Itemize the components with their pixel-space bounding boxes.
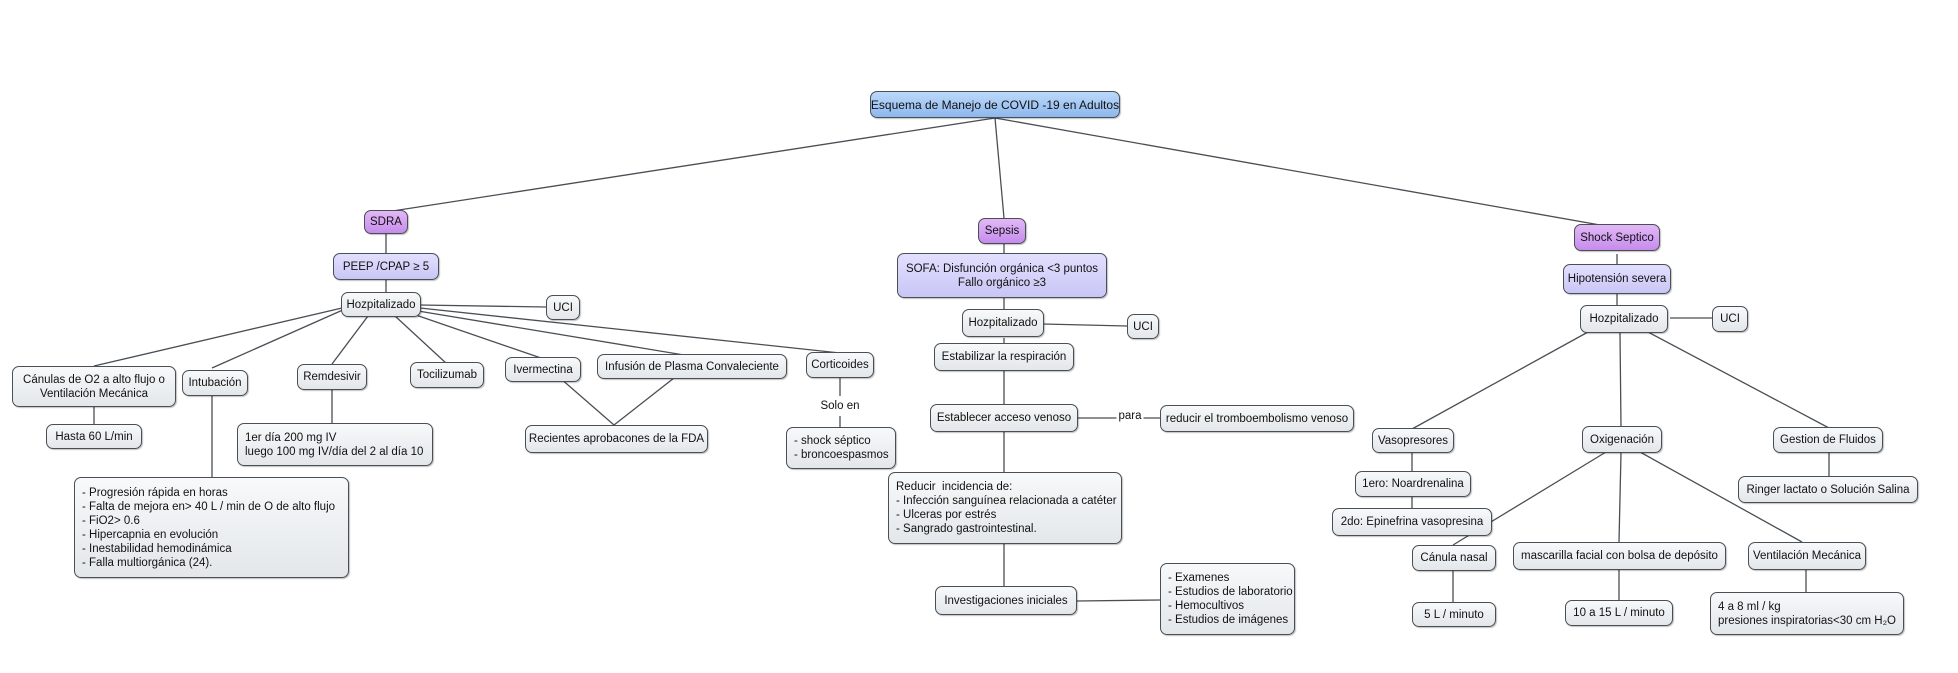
corticosteroid-uses-node[interactable]: - shock séptico - broncoespasmos — [786, 427, 896, 469]
sdra-node[interactable]: SDRA — [364, 210, 408, 234]
sepsis-uci-node[interactable]: UCI — [1127, 314, 1159, 339]
oxygenation-node[interactable]: Oxigenación — [1582, 426, 1662, 453]
initial-investigations-node[interactable]: Investigaciones iniciales — [935, 586, 1077, 615]
sofa-node[interactable]: SOFA: Disfunción orgánica <3 puntos Fall… — [897, 253, 1107, 298]
stabilize-breathing-node[interactable]: Estabilizar la respiración — [934, 343, 1074, 371]
sdra-uci-node[interactable]: UCI — [546, 295, 580, 320]
corticosteroids-node[interactable]: Corticoides — [806, 352, 874, 378]
intubation-node[interactable]: Intubación — [182, 370, 248, 396]
vasopressors-node[interactable]: Vasopresores — [1372, 428, 1454, 453]
septic-shock-node[interactable]: Shock Septico — [1574, 224, 1660, 251]
intubation-criteria-node[interactable]: - Progresión rápida en horas - Falta de … — [74, 477, 349, 578]
mechanical-ventilation-node[interactable]: Ventilación Mecánica — [1748, 542, 1866, 570]
tocilizumab-node[interactable]: Tocilizumab — [410, 362, 484, 388]
fluid-management-node[interactable]: Gestion de Fluidos — [1773, 427, 1883, 453]
sixty-lpm-node[interactable]: Hasta 60 L/min — [46, 424, 142, 449]
venous-access-node[interactable]: Establecer acceso venoso — [930, 404, 1078, 432]
high-flow-cannula-node[interactable]: Cánulas de O2 a alto flujo o Ventilación… — [12, 366, 176, 407]
ten-fifteen-lpm-node[interactable]: 10 a 15 L / minuto — [1565, 600, 1673, 626]
five-lpm-node[interactable]: 5 L / minuto — [1412, 602, 1496, 627]
sdra-hospitalized-node[interactable]: Hozpitalizado — [341, 292, 421, 317]
norepinephrine-node[interactable]: 1ero: Noardrenalina — [1355, 471, 1471, 497]
corticosteroid-uses-text: - shock séptico - broncoespasmos — [794, 435, 889, 461]
thromboembolism-node[interactable]: reducir el tromboembolismo venoso — [1160, 405, 1354, 432]
ringer-node[interactable]: Ringer lactato o Solución Salina — [1738, 476, 1918, 503]
examinations-node[interactable]: - Examenes - Estudios de laboratorio - H… — [1160, 563, 1295, 635]
sepsis-hospitalized-node[interactable]: Hozpitalizado — [962, 309, 1044, 337]
sofa-text: SOFA: Disfunción orgánica <3 puntos Fall… — [905, 262, 1099, 289]
remdesivir-dose-node[interactable]: 1er día 200 mg IV luego 100 mg IV/día de… — [237, 423, 433, 466]
sepsis-node[interactable]: Sepsis — [978, 218, 1026, 244]
reduce-incidence-text: Reducir incidencia de: - Infección sangu… — [896, 481, 1117, 535]
epinephrine-node[interactable]: 2do: Epinefrina vasopresina — [1332, 508, 1492, 536]
para-label: para — [1116, 410, 1144, 422]
intubation-criteria-text: - Progresión rápida en horas - Falta de … — [82, 486, 336, 569]
ivermectin-node[interactable]: Ivermectina — [505, 357, 581, 382]
nasal-cannula-node[interactable]: Cánula nasal — [1412, 545, 1496, 571]
examinations-text: - Examenes - Estudios de laboratorio - H… — [1168, 572, 1293, 626]
solo-en-label: Solo en — [818, 400, 862, 412]
reduce-incidence-node[interactable]: Reducir incidencia de: - Infección sangu… — [888, 472, 1122, 544]
face-mask-node[interactable]: mascarilla facial con bolsa de depósito — [1513, 542, 1726, 570]
fda-node[interactable]: Recientes aprobacones de la FDA — [525, 425, 708, 453]
root-node[interactable]: Esquema de Manejo de COVID -19 en Adulto… — [870, 91, 1120, 118]
plasma-node[interactable]: Infusión de Plasma Convaleciente — [597, 354, 787, 379]
ventilation-params-text: 4 a 8 ml / kg presiones inspiratorias<30… — [1718, 600, 1896, 627]
shock-hospitalized-node[interactable]: Hozpitalizado — [1580, 305, 1668, 333]
ventilation-params-node[interactable]: 4 a 8 ml / kg presiones inspiratorias<30… — [1710, 592, 1904, 635]
severe-hypotension-node[interactable]: Hipotensión severa — [1563, 264, 1671, 294]
remdesivir-node[interactable]: Remdesivir — [297, 364, 367, 390]
shock-uci-node[interactable]: UCI — [1712, 306, 1748, 332]
high-flow-cannula-text: Cánulas de O2 a alto flujo o Ventilación… — [23, 373, 165, 400]
remdesivir-dose-text: 1er día 200 mg IV luego 100 mg IV/día de… — [245, 431, 424, 458]
sdra-peep-node[interactable]: PEEP /CPAP ≥ 5 — [333, 253, 439, 280]
